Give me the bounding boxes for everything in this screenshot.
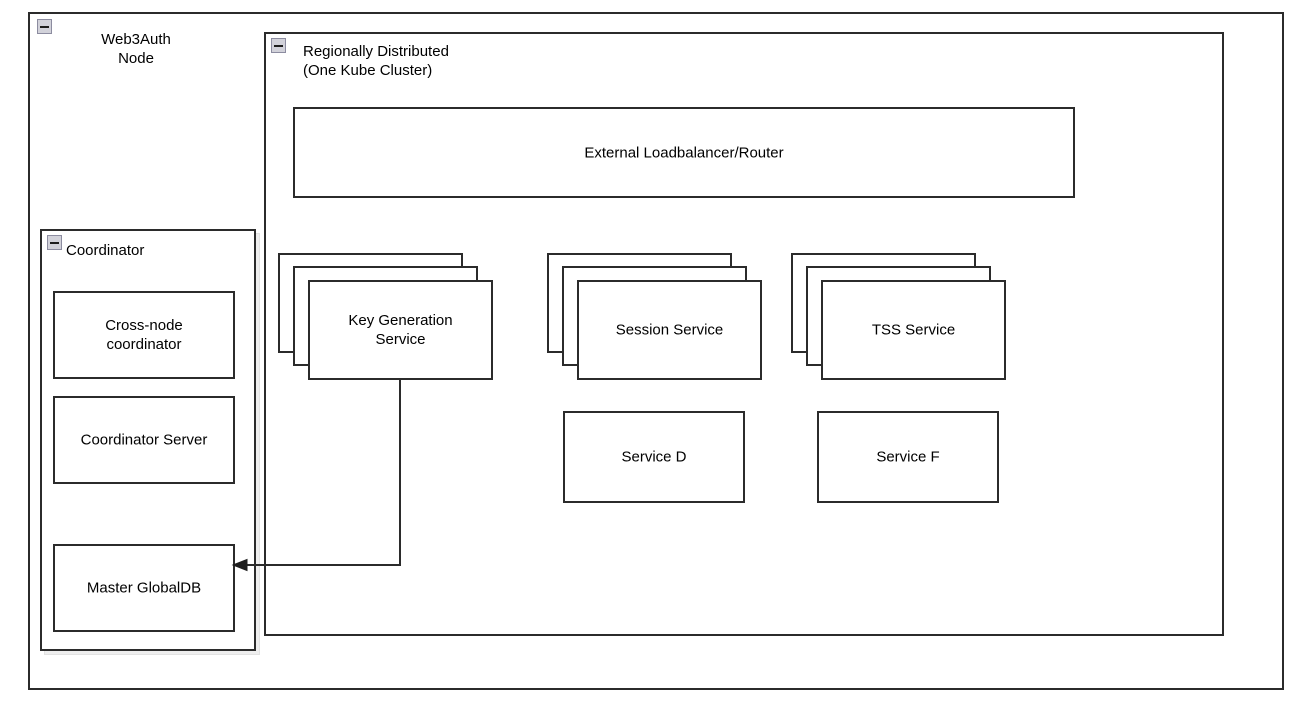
tss-service-stack[interactable]: TSS Service: [791, 253, 1006, 383]
master-globaldb-label: Master GlobalDB: [86, 579, 202, 597]
coordinator-title: Coordinator: [66, 242, 145, 259]
service-f-box[interactable]: Service F: [817, 411, 999, 503]
tss-service-label: TSS Service: [871, 321, 956, 339]
external-loadbalancer-box[interactable]: External Loadbalancer/Router: [293, 107, 1075, 198]
key-generation-service-stack[interactable]: Key Generation Service: [278, 253, 493, 383]
service-d-box[interactable]: Service D: [563, 411, 745, 503]
service-f-label: Service F: [876, 448, 940, 466]
tss-service-card-front[interactable]: TSS Service: [821, 280, 1006, 380]
service-d-label: Service D: [621, 448, 687, 466]
master-globaldb-box[interactable]: Master GlobalDB: [53, 544, 235, 632]
coordinator-server-box[interactable]: Coordinator Server: [53, 396, 235, 484]
collapse-minus-icon-coordinator[interactable]: [47, 235, 62, 250]
collapse-minus-icon-kube-cluster[interactable]: [271, 38, 286, 53]
session-service-label: Session Service: [615, 321, 724, 339]
collapse-minus-icon-web3auth-node[interactable]: [37, 19, 52, 34]
external-loadbalancer-label: External Loadbalancer/Router: [584, 144, 784, 161]
web3auth-node-title: Web3Auth Node: [101, 31, 171, 67]
key-generation-service-card-front[interactable]: Key Generation Service: [308, 280, 493, 380]
kube-cluster-title: Regionally Distributed (One Kube Cluster…: [303, 43, 449, 79]
session-service-stack[interactable]: Session Service: [547, 253, 762, 383]
cross-node-coordinator-label: Cross-node coordinator: [105, 317, 183, 353]
session-service-card-front[interactable]: Session Service: [577, 280, 762, 380]
coordinator-server-label: Coordinator Server: [80, 431, 208, 449]
key-generation-service-label: Key Generation Service: [348, 312, 453, 348]
cross-node-coordinator-box[interactable]: Cross-node coordinator: [53, 291, 235, 379]
